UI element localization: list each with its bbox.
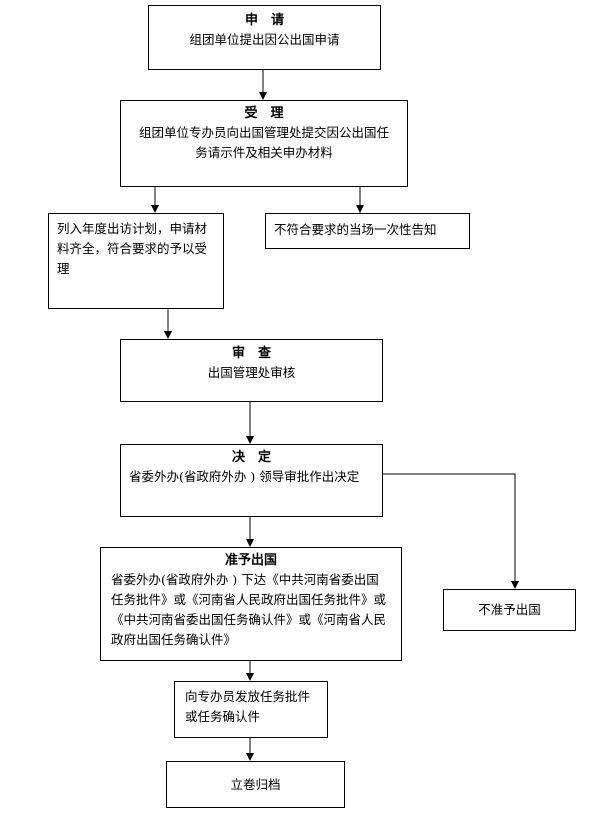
step-issue-text: 向专办员发放任务批件或任务确认件 xyxy=(185,689,311,724)
step-decision-box: 决 定 省委外办(省政府外办 ) 领导审批作出决定 xyxy=(120,444,383,517)
step-approve-title: 准予出国 xyxy=(224,553,277,568)
step-decision-text: 省委外办(省政府外办 ) 领导审批作出决定 xyxy=(129,469,360,484)
step-deny-text: 不准予出国 xyxy=(478,602,541,617)
step-accept-box: 受 理 组团单位专办员向出国管理处提交因公出国任务请示件及相关申办材料 xyxy=(120,100,408,187)
step-accept-title: 受 理 xyxy=(244,106,284,121)
step-issue-box: 向专办员发放任务批件或任务确认件 xyxy=(174,681,328,738)
accepted-branch-text: 列入年度出访计划，申请材料齐全，符合要求的予以受理 xyxy=(57,221,208,276)
arrow-decision-to-deny xyxy=(383,473,519,589)
step-approve-text: 省委外办(省政府外办 ) 下达《中共河南省委出国任务批件》或《河南省人民政府出国… xyxy=(111,572,387,647)
step-apply-box: 申 请 组团单位提出因公出国申请 xyxy=(148,5,381,70)
accepted-branch-box: 列入年度出访计划，申请材料齐全，符合要求的予以受理 xyxy=(48,213,224,309)
step-decision-title: 决 定 xyxy=(231,450,271,465)
step-review-title: 审 查 xyxy=(231,346,271,361)
step-review-box: 审 查 出国管理处审核 xyxy=(120,339,383,402)
rejected-branch-box: 不符合要求的当场一次性告知 xyxy=(265,213,470,249)
step-archive-box: 立卷归档 xyxy=(166,761,345,808)
rejected-branch-text: 不符合要求的当场一次性告知 xyxy=(274,222,437,237)
step-apply-title: 申 请 xyxy=(244,13,284,28)
step-deny-box: 不准予出国 xyxy=(443,589,576,631)
step-archive-text: 立卷归档 xyxy=(230,777,281,792)
step-accept-text: 组团单位专办员向出国管理处提交因公出国任务请示件及相关申办材料 xyxy=(138,125,389,160)
step-review-text: 出国管理处审核 xyxy=(207,365,296,380)
step-apply-text: 组团单位提出因公出国申请 xyxy=(189,32,340,47)
step-approve-box: 准予出国 省委外办(省政府外办 ) 下达《中共河南省委出国任务批件》或《河南省人… xyxy=(100,547,402,661)
